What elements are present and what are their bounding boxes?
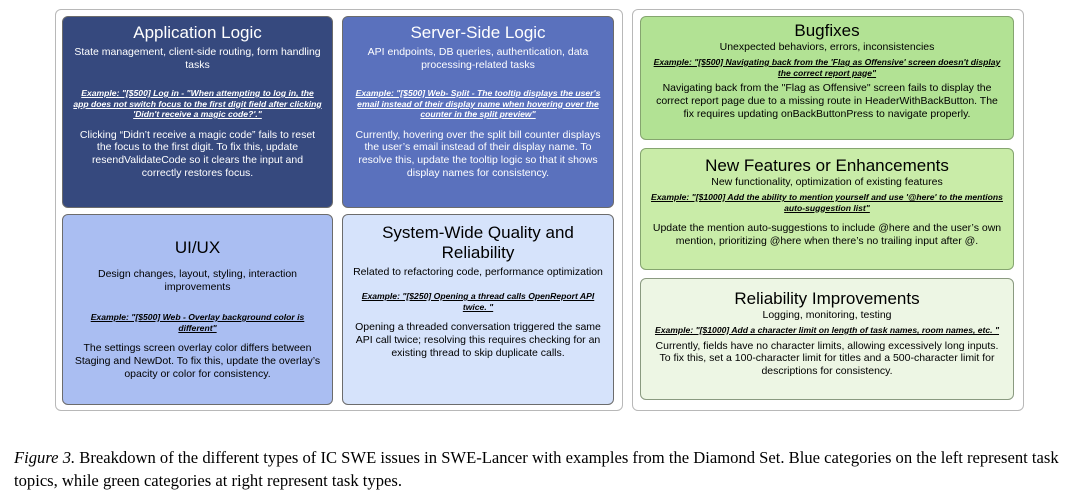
card-title: New Features or Enhancements — [705, 156, 949, 175]
card-subtitle: New functionality, optimization of exist… — [711, 176, 943, 188]
card-description: Clicking “Didn’t receive a magic code” f… — [79, 128, 316, 179]
card-subtitle: Related to refactoring code, performance… — [353, 266, 603, 278]
card-application-logic: Application Logic State management, clie… — [62, 16, 333, 208]
card-subtitle: API endpoints, DB queries, authenticatio… — [367, 46, 589, 71]
card-subtitle: Unexpected behaviors, errors, inconsiste… — [719, 41, 935, 53]
card-new-features: New Features or Enhancements New functio… — [640, 148, 1014, 270]
card-title: Server-Side Logic — [410, 23, 546, 42]
caption-text: Breakdown of the different types of IC S… — [14, 448, 1059, 490]
card-description: Currently, fields have no character limi… — [655, 339, 999, 378]
card-description: Navigating back from the "Flag as Offens… — [656, 82, 998, 120]
card-description: Update the mention auto-suggestions to i… — [652, 222, 1002, 247]
card-title: Bugfixes — [794, 21, 860, 40]
card-server-side-logic: Server-Side Logic API endpoints, DB quer… — [342, 16, 614, 208]
figure-label: Figure 3. — [14, 448, 76, 467]
card-bugfixes: Bugfixes Unexpected behaviors, errors, i… — [640, 16, 1014, 140]
figure-caption: Figure 3. Breakdown of the different typ… — [14, 446, 1074, 492]
card-ui-ux: UI/UX Design changes, layout, styling, i… — [62, 214, 333, 405]
card-title: Reliability Improvements — [734, 289, 920, 308]
card-example: Example: "[$500] Navigating back from th… — [653, 57, 1001, 78]
card-description: Currently, hovering over the split bill … — [355, 128, 601, 179]
card-example: Example: "[$250] Opening a thread calls … — [361, 291, 595, 312]
card-title: UI/UX — [174, 238, 221, 257]
card-description: Opening a threaded conversation triggere… — [355, 321, 601, 359]
card-description: The settings screen overlay color differ… — [74, 342, 321, 380]
card-title: System-Wide Quality and Reliability — [382, 223, 574, 262]
card-system-wide-quality: System-Wide Quality and Reliability Rela… — [342, 214, 614, 405]
card-title: Application Logic — [133, 23, 262, 42]
card-subtitle: Design changes, layout, styling, interac… — [97, 268, 298, 293]
card-subtitle: Logging, monitoring, testing — [762, 309, 892, 321]
card-reliability-improvements: Reliability Improvements Logging, monito… — [640, 278, 1014, 400]
card-example: Example: "[$1000] Add a character limit … — [654, 325, 1000, 335]
card-example: Example: "[$500] Web - Overlay backgroun… — [90, 312, 305, 333]
card-subtitle: State management, client-side routing, f… — [74, 46, 321, 71]
card-example: Example: "[$500] Web- Split - The toolti… — [355, 88, 601, 119]
card-example: Example: "[$1000] Add the ability to men… — [651, 192, 1003, 213]
card-example: Example: "[$500] Log in - "When attempti… — [73, 88, 322, 119]
